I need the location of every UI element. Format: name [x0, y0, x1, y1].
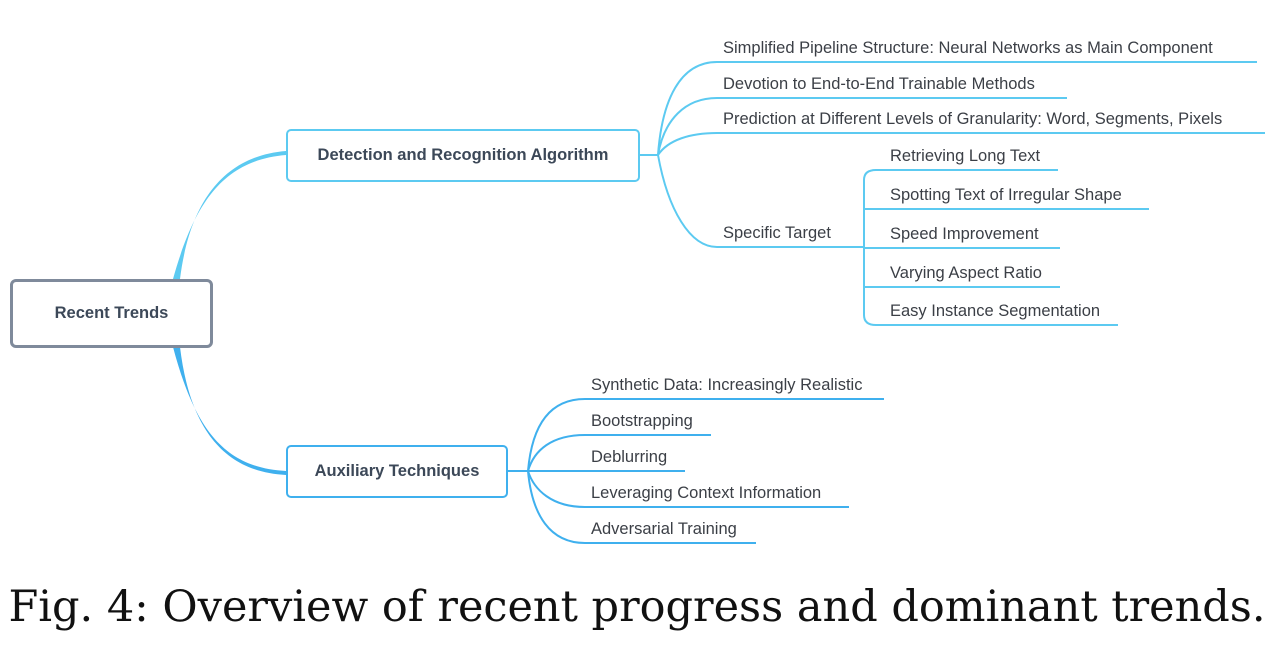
connector-detection-child-1 [640, 61, 718, 156]
leaf-aspect-ratio: Varying Aspect Ratio [884, 262, 1060, 288]
connector-detection-child-4 [657, 154, 718, 248]
connector-auxiliary-child-4 [527, 470, 586, 508]
leaf-bootstrapping: Bootstrapping [585, 410, 711, 436]
root-node: Recent Trends [10, 279, 213, 348]
connector-root-to-auxiliary [173, 347, 286, 475]
leaf-deblurring: Deblurring [585, 446, 685, 472]
leaf-instance-segmentation: Easy Instance Segmentation [884, 300, 1118, 326]
figure-caption: Fig. 4: Overview of recent progress and … [8, 582, 1266, 632]
leaf-end-to-end: Devotion to End-to-End Trainable Methods [717, 73, 1067, 99]
branch-auxiliary-techniques: Auxiliary Techniques [286, 445, 508, 498]
leaf-granularity: Prediction at Different Levels of Granul… [717, 108, 1265, 134]
leaf-synthetic-data: Synthetic Data: Increasingly Realistic [585, 374, 884, 400]
connector-specific-target-top [863, 169, 884, 181]
leaf-simplified-pipeline: Simplified Pipeline Structure: Neural Ne… [717, 37, 1257, 63]
connector-specific-target-bottom [863, 314, 884, 326]
leaf-irregular-shape: Spotting Text of Irregular Shape [884, 184, 1149, 210]
leaf-context-information: Leveraging Context Information [585, 482, 849, 508]
connector-auxiliary-child-2 [527, 434, 586, 472]
root-label: Recent Trends [54, 304, 169, 322]
leaf-retrieving-long-text: Retrieving Long Text [884, 145, 1058, 171]
connector-detection-child-3 [657, 132, 718, 156]
leaf-specific-target: Specific Target [717, 222, 843, 248]
branch-label: Detection and Recognition Algorithm [317, 146, 609, 164]
connector-detection-child-2 [657, 97, 718, 156]
connector-root-to-detection [173, 151, 286, 279]
leaf-speed-improvement: Speed Improvement [884, 223, 1060, 249]
branch-label: Auxiliary Techniques [314, 462, 480, 480]
branch-detection-recognition: Detection and Recognition Algorithm [286, 129, 640, 182]
leaf-adversarial-training: Adversarial Training [585, 518, 756, 544]
connector-auxiliary-child-5 [527, 470, 586, 544]
